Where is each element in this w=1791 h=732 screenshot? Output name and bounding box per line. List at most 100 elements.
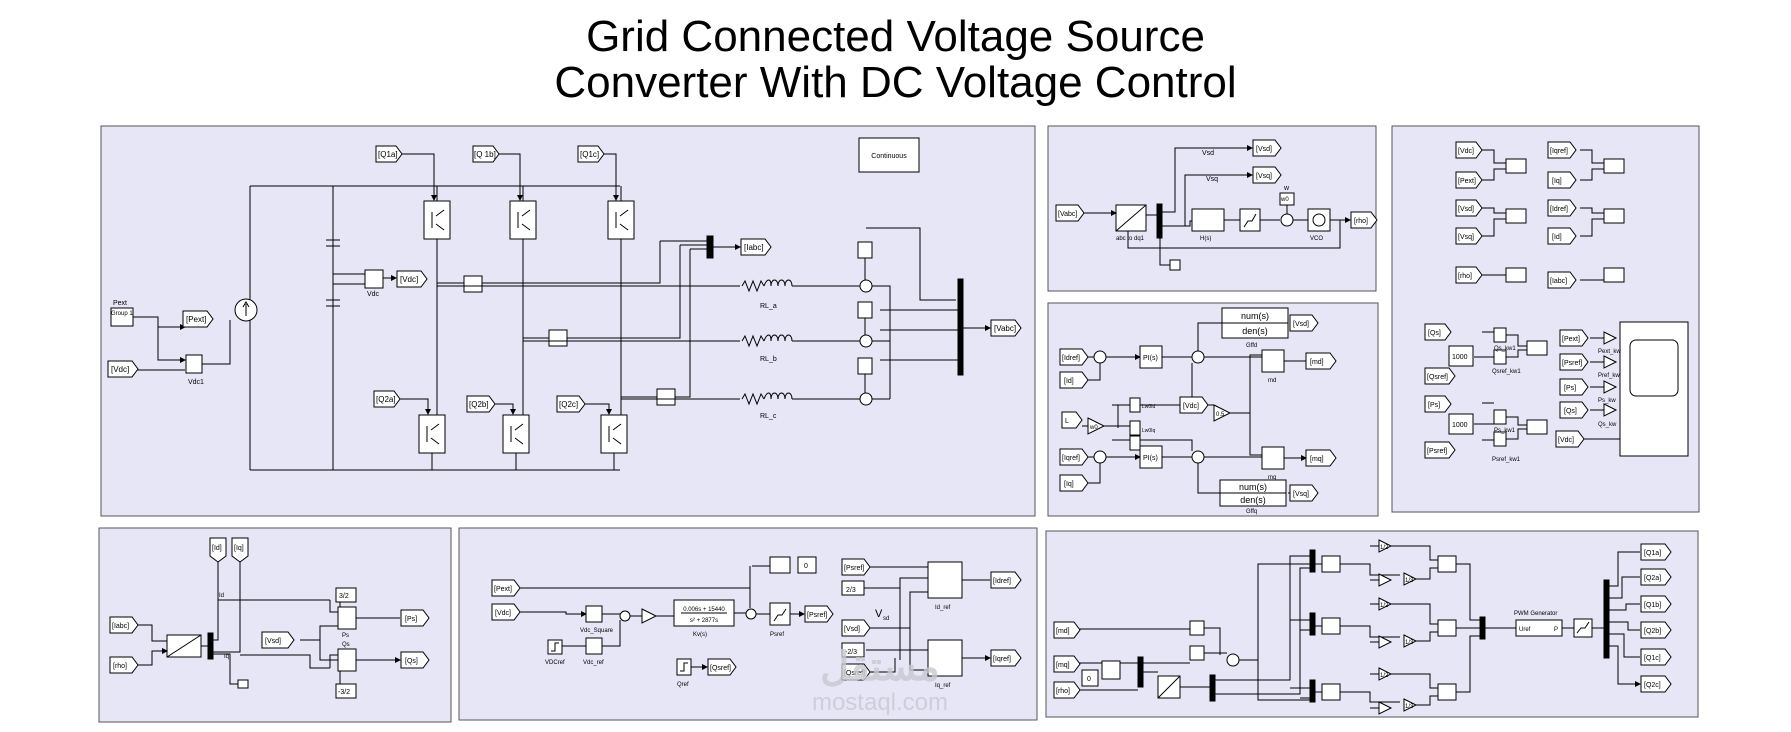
dc-scope[interactable] [769, 556, 791, 574]
cc-tag-vsd: [Vsd] [1293, 321, 1309, 328]
pc-tag-id: [Id] [212, 545, 222, 552]
pwm-third-2: 1/3 [1405, 640, 1414, 646]
pwm-text: [md] [mq] [rho] 0 1/2 1/2 1/2 1/3 1/3 1/… [1056, 545, 1661, 710]
vdc-ref-product[interactable] [585, 637, 603, 655]
vabc-mux[interactable] [957, 278, 964, 376]
tag-q1c: [Q1c] [580, 150, 599, 159]
scopes [1474, 149, 1689, 457]
cc-tag-mq: [mq] [1310, 456, 1324, 463]
powergui-block[interactable] [858, 137, 920, 173]
panel-power-calc [98, 527, 452, 723]
mq-product[interactable] [1261, 446, 1285, 470]
pi-q-label: PI(s) [1143, 455, 1158, 462]
scope-ps: [Ps] [1428, 402, 1440, 409]
scopes-tags [1424, 141, 1589, 459]
lw0id-label: Lw0Id [1142, 404, 1156, 410]
rl-b-label: RL_b [760, 356, 777, 363]
gffd-label: Gffd [1246, 343, 1257, 349]
dc-vdcref: VDCref [545, 660, 565, 666]
psref-saturation[interactable] [769, 602, 791, 626]
dc-vdc-ref: Vdc_ref [583, 660, 604, 666]
vdc-square-product[interactable] [585, 605, 603, 623]
hs-label: H(s) [1200, 236, 1211, 242]
dc-id-ref: Id_ref [935, 605, 951, 611]
tag-iabc: [Iabc] [744, 243, 764, 252]
vco-block[interactable] [1307, 208, 1331, 232]
pc-qs-label: Qs [342, 642, 350, 648]
panel-current-control [1047, 302, 1379, 517]
hs-block[interactable] [1191, 208, 1225, 232]
pll-vsq-label: Vsq [1206, 176, 1218, 183]
dc-pext: [Pext] [494, 586, 512, 593]
gffq-num: num(s) [1239, 482, 1267, 492]
dc-qsref-tag: [Qsref] [710, 665, 731, 672]
cc-tag-iq: [Iq] [1064, 481, 1074, 488]
dc-idref-out: [Idref] [993, 578, 1011, 585]
pwm-gen-label: PWM Generator [1514, 611, 1557, 617]
dc-control-text: [Pext] [Vdc] VDCref Vdc_Square Vdc_ref 0… [494, 563, 1011, 689]
dc-control [518, 556, 990, 677]
scope-ps-kw1: Ps_kw1 [1494, 428, 1516, 434]
cc-tag-vdc: [Vdc] [1183, 403, 1199, 410]
power-calc-tags [109, 537, 430, 674]
id-ref-block[interactable] [927, 561, 963, 599]
kv-den: s² + 2877s [690, 618, 718, 624]
current-control-text: [Idref] [Id] [Iqref] [Iq] [Vdc] [Vsd] [V… [1062, 311, 1324, 515]
dc-qsref-in: [Qsref] [844, 670, 865, 677]
vdc1-product[interactable] [185, 354, 203, 374]
scope-1000a: 1000 [1452, 354, 1468, 361]
qs-product[interactable] [337, 648, 357, 672]
pc-tag-iabc: [Iabc] [112, 623, 129, 630]
scope-qs-kw: Qs_kw [1598, 422, 1617, 428]
vdc-measure[interactable] [364, 269, 384, 289]
pwm-half-3: 1/2 [1380, 673, 1389, 679]
pll-vsd-label: Vsd [1202, 150, 1214, 157]
l-label: L [1065, 418, 1069, 425]
power-stage-tag-text: [Q1a] [Q 1b] [Q1c] [Q2a] [Q2b] [Q2c] [Pe… [111, 150, 1016, 420]
md-product[interactable] [1261, 349, 1285, 373]
scope-qs-t: [Qs] [1564, 408, 1577, 415]
pll-tag-rho: [rho] [1354, 218, 1368, 225]
pc-tag-iq: [Iq] [234, 545, 244, 552]
w0-label: w0 [1089, 425, 1098, 431]
gain-label: 0.5 [1216, 412, 1225, 418]
pwm-demux[interactable] [1603, 579, 1610, 659]
pwm-out-3: [Q2b] [1644, 628, 1661, 635]
iabc-mux[interactable] [706, 235, 714, 259]
power-calc [137, 562, 400, 699]
pwm-tags [1053, 543, 1672, 699]
tag-vdc-in: [Vdc] [111, 365, 129, 374]
pll-tag-vsd: [Vsd] [1256, 146, 1272, 153]
pwm-md: [md] [1056, 628, 1070, 635]
dc-23: 2/3 [846, 587, 856, 594]
pwm-third-3: 1/3 [1405, 704, 1414, 710]
panel-dc-control [458, 527, 1038, 721]
rl-a-label: RL_a [760, 303, 777, 310]
dc-psref-in: [Psref] [844, 565, 864, 572]
tag-q2b: [Q2b] [469, 400, 489, 409]
dc-vdc: [Vdc] [495, 610, 511, 617]
pc-id-label: Id [219, 593, 224, 599]
scope-psref-kw1: Psref_kw1 [1492, 457, 1521, 463]
pc-ps-label: Ps [342, 633, 349, 639]
pc-tag-rho: [rho] [113, 663, 127, 670]
pc-tag-ps: [Ps] [405, 616, 417, 623]
watermark-arabic: مستقل [820, 645, 940, 689]
scope-qsref-kw1: Qsref_kw1 [1492, 369, 1521, 375]
gffq-label: Gffq [1246, 509, 1257, 515]
saturation-block[interactable] [1239, 208, 1261, 232]
tag-q2a: [Q2a] [376, 395, 396, 404]
dc-control-tags [491, 558, 1022, 681]
tag-q2c: [Q2c] [559, 400, 578, 409]
pc-tag-vsd: [Vsd] [265, 638, 281, 645]
power-calc-text: [Id] [Iq] [Iabc] [rho] [Vsd] [Ps] [Qs] I… [112, 545, 418, 696]
scope-tag-left-1: [Pext] [1458, 178, 1476, 185]
scope-1000b: 1000 [1452, 422, 1468, 429]
tag-vabc: [Vabc] [994, 324, 1016, 333]
mq-label: mq [1268, 475, 1276, 481]
kv-num: 0.006s + 15440 [683, 607, 725, 613]
gffd-num: num(s) [1241, 311, 1269, 321]
ps-product[interactable] [337, 606, 357, 630]
panel-pwm [1045, 530, 1699, 718]
scope-pref-kw: Pref_kw [1598, 373, 1620, 379]
